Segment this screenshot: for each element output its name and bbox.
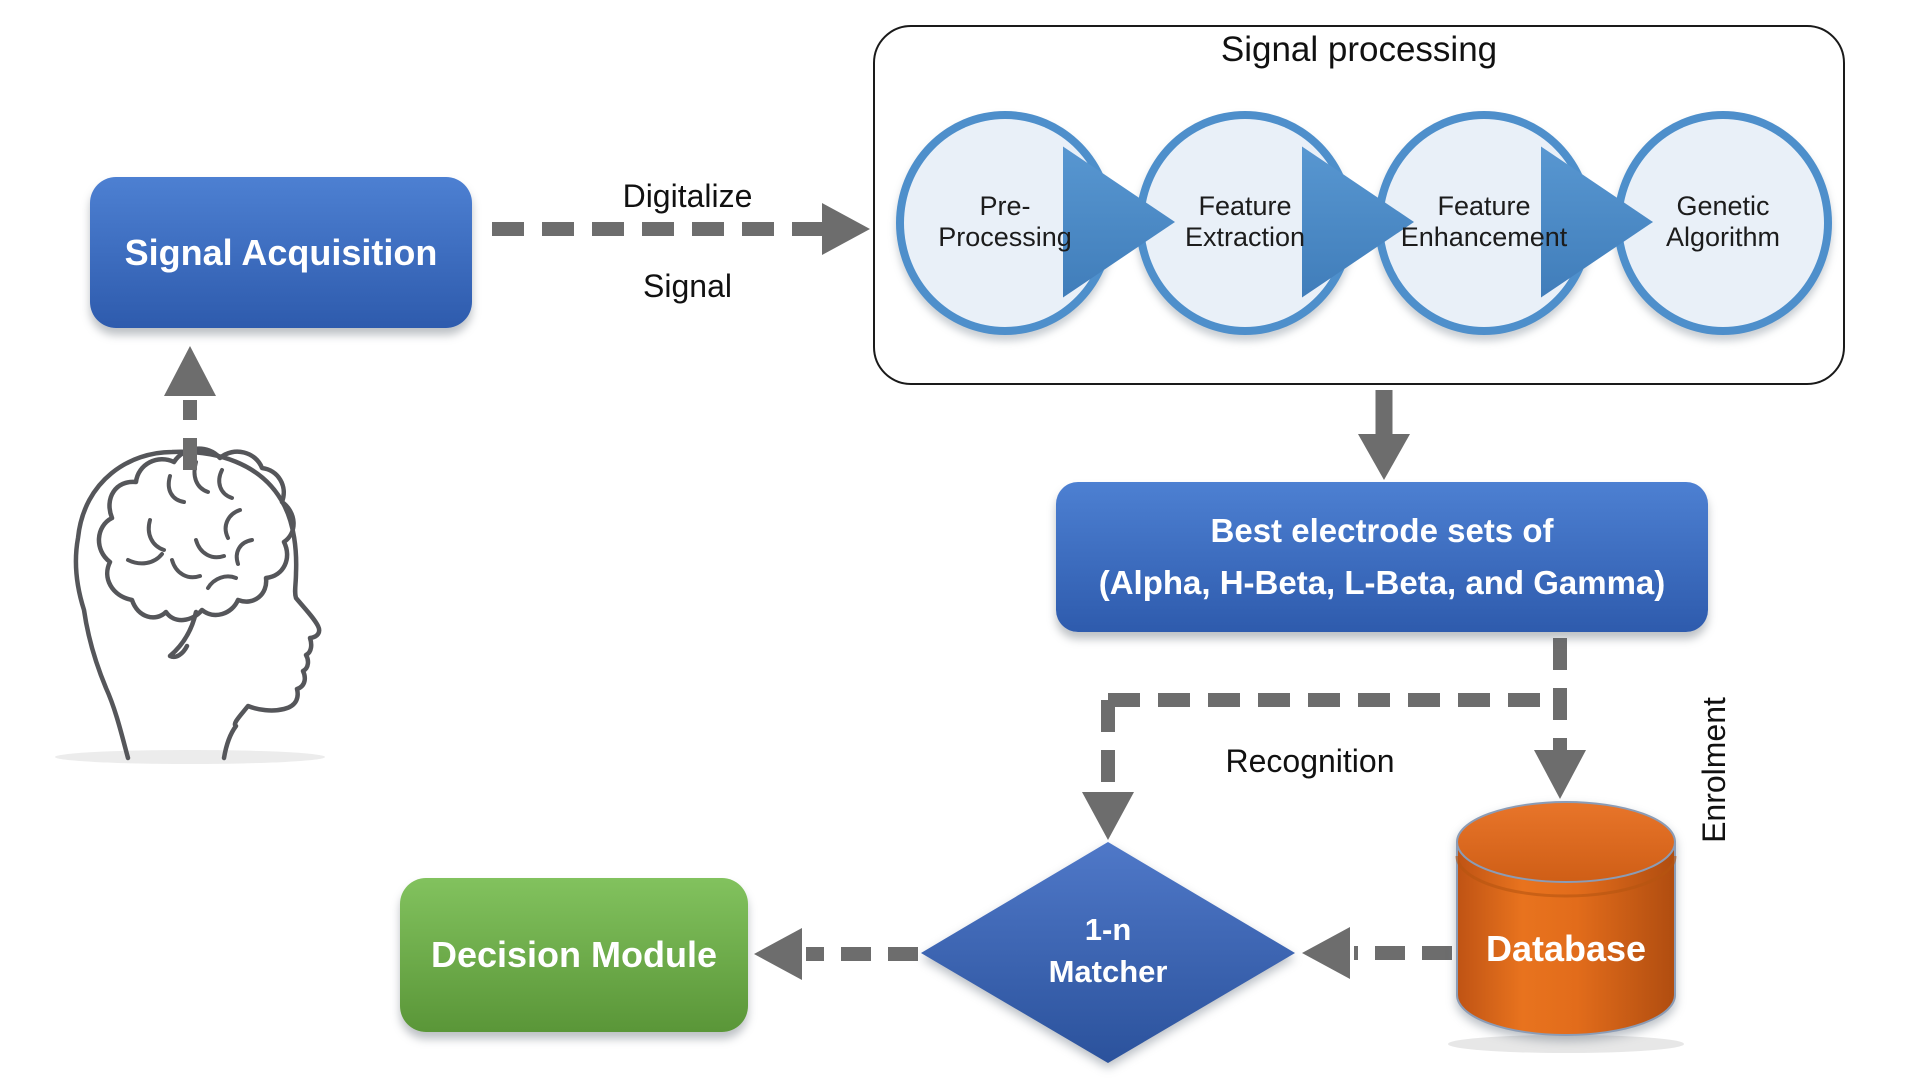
step-label-feature-enhancement: Feature Enhancement <box>1375 111 1593 333</box>
best-electrode-line1: Best electrode sets of <box>1210 512 1554 549</box>
decision-module-label: Decision Module <box>430 934 718 975</box>
step-line: Feature <box>1437 191 1531 221</box>
arrowhead-left-decision <box>754 928 802 980</box>
arrowhead-right-container <box>822 203 870 255</box>
step-line: Genetic <box>1676 191 1770 221</box>
brain-stem <box>167 609 199 660</box>
decision-module-node: Decision Module <box>400 878 748 1032</box>
best-electrode-line2: (Alpha, H-Beta, L-Beta, and Gamma) <box>1098 564 1666 601</box>
arrowhead-up <box>164 346 216 396</box>
connector-arrows <box>164 203 1586 980</box>
database-shadow <box>1448 1035 1684 1053</box>
human-head-brain-icon <box>73 446 322 761</box>
brain-outline <box>96 446 296 623</box>
digitalize-label: Digitalize <box>622 178 753 214</box>
step-line: Feature <box>1198 191 1292 221</box>
best-electrode-node: Best electrode sets of (Alpha, H-Beta, L… <box>1056 482 1708 632</box>
arrowhead-down-best <box>1358 434 1410 480</box>
matcher-line1: 1-n <box>1084 912 1132 947</box>
database-label: Database <box>1485 928 1647 969</box>
database-cylinder-icon <box>1455 801 1677 1036</box>
signal-processing-title: Signal processing <box>1220 30 1498 69</box>
step-line: Processing <box>938 222 1072 252</box>
step-line: Enhancement <box>1400 222 1568 252</box>
arrowhead-down-matcher <box>1082 792 1134 840</box>
signal-acquisition-label: Signal Acquisition <box>124 231 438 273</box>
step-label-genetic-algorithm: Genetic Algorithm <box>1614 111 1832 333</box>
recognition-label: Recognition <box>1225 743 1395 779</box>
step-line: Extraction <box>1184 222 1306 252</box>
enrolment-label: Enrolment <box>1695 697 1732 843</box>
step-line: Pre- <box>979 191 1031 221</box>
step-label-pre-processing: Pre- Processing <box>896 111 1114 333</box>
arrowhead-left-matcher <box>1302 927 1350 979</box>
matcher-line2: Matcher <box>1048 954 1168 989</box>
step-label-feature-extraction: Feature Extraction <box>1136 111 1354 333</box>
head-shadow <box>55 750 325 764</box>
signal-label: Signal <box>643 268 732 304</box>
step-line: Algorithm <box>1665 222 1781 252</box>
signal-acquisition-node: Signal Acquisition <box>90 177 472 328</box>
head-outline <box>73 449 322 761</box>
matcher-label: 1-n Matcher <box>1008 903 1208 999</box>
arrowhead-down-database <box>1534 750 1586 799</box>
brain-folds <box>126 460 254 590</box>
matcher-diamond <box>921 842 1295 1063</box>
